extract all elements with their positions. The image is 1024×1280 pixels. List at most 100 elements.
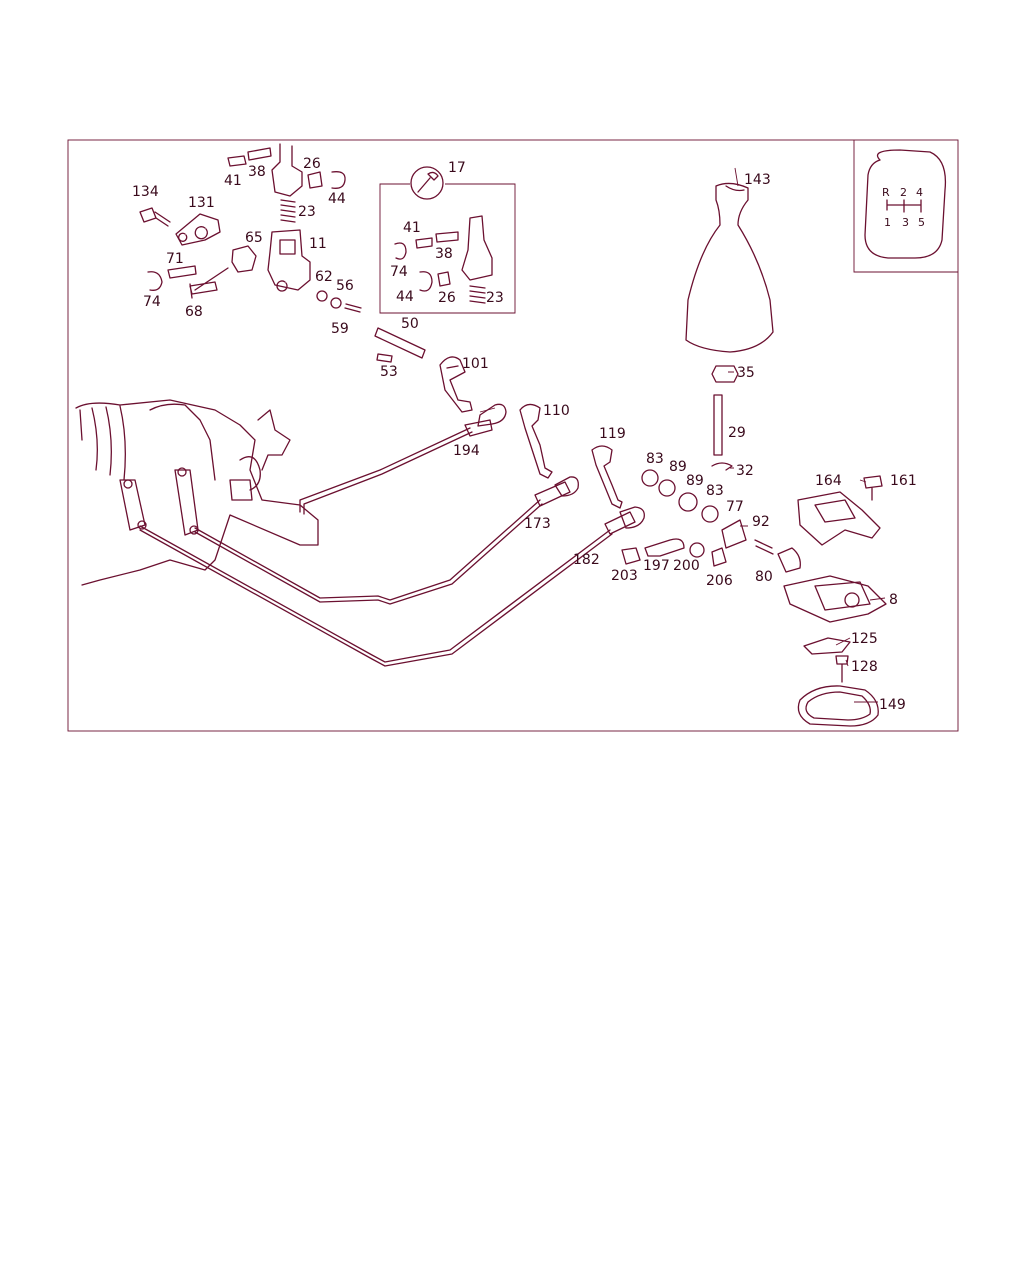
gasket-125	[803, 637, 851, 655]
shift-pattern-inset: R 2 4 1 3 5	[853, 140, 958, 273]
label-11: 11	[309, 236, 327, 252]
circlip-74a	[147, 271, 163, 291]
label-53: 53	[380, 364, 398, 380]
label-23a: 23	[298, 204, 316, 220]
gear-2: 2	[900, 186, 907, 199]
label-143: 143	[744, 172, 771, 188]
label-101: 101	[462, 356, 489, 372]
washer-83a	[641, 469, 659, 487]
label-200: 200	[673, 558, 700, 574]
washer-62	[316, 290, 328, 302]
repair-kit-box	[379, 166, 516, 314]
bolt-68	[189, 267, 229, 299]
label-74b: 74	[390, 264, 408, 280]
lever-kit	[461, 215, 493, 281]
spring-23b	[469, 285, 486, 304]
label-38a: 38	[248, 164, 266, 180]
pin-38a	[247, 147, 272, 161]
label-59: 59	[331, 321, 349, 337]
shift-knob-143	[685, 182, 774, 353]
housing-11	[267, 229, 311, 292]
label-8: 8	[889, 592, 898, 608]
screw-59	[344, 303, 362, 313]
label-80: 80	[755, 569, 773, 585]
label-41a: 41	[224, 173, 242, 189]
cover-164	[797, 491, 881, 546]
pin-71	[167, 265, 197, 279]
sleeve-26a	[307, 171, 323, 189]
label-131: 131	[188, 195, 215, 211]
clip-32	[711, 462, 733, 471]
label-71: 71	[166, 251, 184, 267]
label-44b: 44	[396, 289, 414, 305]
label-110: 110	[543, 403, 570, 419]
bearing-77	[721, 519, 747, 549]
clip-206	[711, 547, 727, 567]
clevis-182	[619, 506, 645, 529]
sleeve-26b	[437, 271, 451, 287]
lever-197	[644, 538, 685, 557]
label-206: 206	[706, 573, 733, 589]
label-35: 35	[737, 365, 755, 381]
lever-110	[519, 403, 553, 479]
nut-35	[711, 365, 739, 383]
label-56: 56	[336, 278, 354, 294]
label-77: 77	[726, 499, 744, 515]
lever-119	[591, 445, 623, 509]
nut-56	[330, 297, 342, 309]
washer-83b	[701, 505, 719, 523]
label-26b: 26	[438, 290, 456, 306]
label-41b: 41	[403, 220, 421, 236]
label-194: 194	[453, 443, 480, 459]
label-149: 149	[879, 697, 906, 713]
label-83a: 83	[646, 451, 664, 467]
bracket-131	[175, 213, 221, 246]
label-128: 128	[851, 659, 878, 675]
bushing-80	[777, 547, 801, 573]
label-68: 68	[185, 304, 203, 320]
pin-38b	[435, 231, 459, 243]
shaft-50	[374, 327, 426, 359]
gear-3: 3	[902, 216, 909, 229]
lever-101	[439, 356, 473, 413]
screw-128	[835, 655, 849, 683]
spring-92	[754, 539, 774, 555]
label-83b: 83	[706, 483, 724, 499]
label-134: 134	[132, 184, 159, 200]
nut-203	[621, 547, 641, 565]
spring-23a	[280, 199, 296, 223]
circlip-74b	[394, 242, 407, 260]
label-119: 119	[599, 426, 626, 442]
bolt-161	[863, 475, 883, 501]
circlip-44b	[419, 271, 433, 292]
wrench-icon	[417, 171, 439, 193]
label-65: 65	[245, 230, 263, 246]
label-50: 50	[401, 316, 419, 332]
clevis-173	[554, 476, 579, 497]
label-164: 164	[815, 473, 842, 489]
shift-housing-8	[783, 575, 887, 623]
shift-rods	[139, 419, 636, 667]
label-203: 203	[611, 568, 638, 584]
pin-41b	[415, 237, 433, 249]
gear-4: 4	[916, 186, 923, 199]
label-32: 32	[736, 463, 754, 479]
diagram-frame	[67, 139, 959, 732]
label-29: 29	[728, 425, 746, 441]
shift-rod-29	[713, 394, 723, 456]
gear-5: 5	[918, 216, 925, 229]
clevis-194	[477, 403, 507, 427]
bushing-200	[689, 542, 705, 558]
label-182: 182	[573, 552, 600, 568]
washer-89b	[678, 492, 698, 512]
label-89b: 89	[686, 473, 704, 489]
label-89a: 89	[669, 459, 687, 475]
label-62: 62	[315, 269, 333, 285]
label-26a: 26	[303, 156, 321, 172]
label-92: 92	[752, 514, 770, 530]
block-65	[231, 245, 257, 273]
label-125: 125	[851, 631, 878, 647]
circlip-44a	[331, 171, 346, 189]
washer-89a	[658, 479, 676, 497]
